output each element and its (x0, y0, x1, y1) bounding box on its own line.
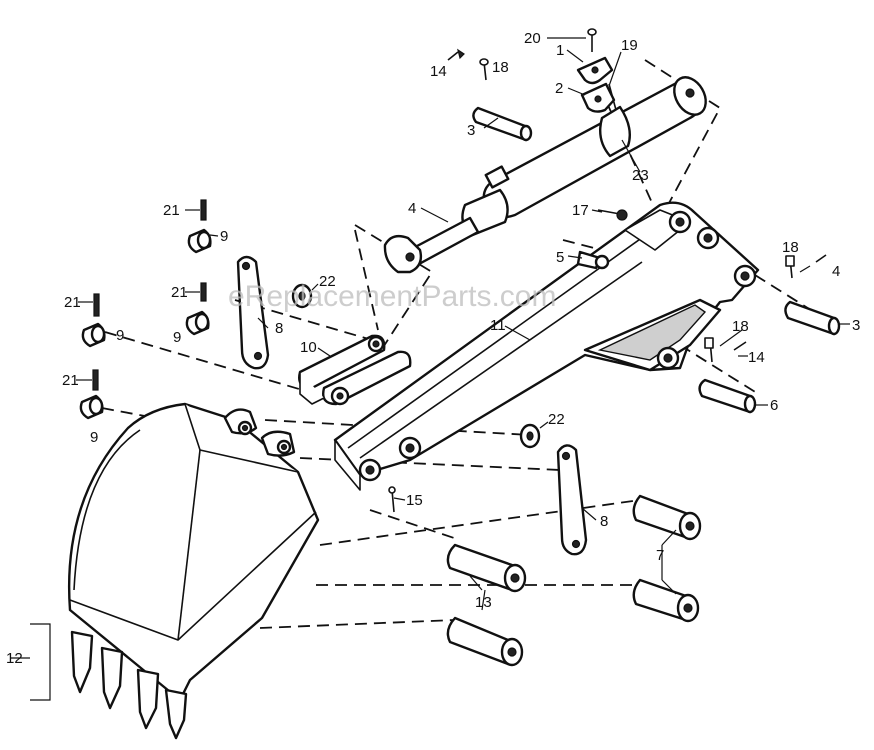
callout-14-upper: 14 (430, 63, 447, 80)
callout-9-c: 9 (116, 327, 124, 344)
callout-7: 7 (656, 547, 664, 564)
bushings (79, 199, 212, 420)
dogbone-link (298, 334, 412, 406)
callout-18-upper: 18 (492, 59, 509, 76)
upper-pin (447, 48, 533, 142)
callout-10: 10 (300, 339, 317, 356)
callout-9-a: 9 (220, 228, 228, 245)
callout-6: 6 (770, 397, 778, 414)
callout-22-upper: 22 (319, 273, 336, 290)
callout-15: 15 (406, 492, 423, 509)
callout-18-right: 18 (782, 239, 799, 256)
callout-4-cylinder: 4 (408, 200, 416, 217)
watermark-text: eReplacementParts.com (228, 280, 556, 313)
leader-lines (10, 37, 850, 701)
callout-21-d: 21 (62, 372, 79, 389)
right-pins (698, 254, 841, 414)
assembly-lines (101, 59, 831, 629)
callout-2: 2 (555, 80, 563, 97)
callout-20: 20 (524, 30, 541, 47)
callout-21-a: 21 (163, 202, 180, 219)
callout-4-right: 4 (832, 263, 840, 280)
callout-14-lower: 14 (748, 349, 765, 366)
callout-3-upper: 3 (467, 122, 475, 139)
cylinder-clamp (576, 28, 617, 113)
callout-18-lower: 18 (732, 318, 749, 335)
washers (291, 283, 541, 449)
grease-fitting (576, 209, 628, 270)
callout-9-b: 9 (173, 329, 181, 346)
bottom-pins (388, 486, 702, 667)
callout-21-c: 21 (64, 294, 81, 311)
callout-22-lower: 22 (548, 411, 565, 428)
callout-11: 11 (490, 317, 506, 334)
callout-23: 23 (632, 167, 649, 184)
callout-21-b: 21 (171, 284, 188, 301)
callout-8-right: 8 (600, 513, 608, 530)
callout-17: 17 (572, 202, 589, 219)
callout-1: 1 (556, 42, 564, 59)
link-plates (236, 255, 588, 556)
callout-12: 12 (6, 650, 23, 667)
callout-5: 5 (556, 249, 564, 266)
callout-8-left: 8 (275, 320, 283, 337)
callout-labels: 20 1 19 14 18 2 3 23 4 17 5 21 9 21 22 2… (6, 30, 860, 667)
bucket (67, 402, 320, 740)
callout-9-d: 9 (90, 429, 98, 446)
callout-19: 19 (621, 37, 638, 54)
callout-3-right: 3 (852, 317, 860, 334)
callout-13: 13 (475, 594, 492, 611)
hydraulic-cylinder (383, 76, 707, 274)
